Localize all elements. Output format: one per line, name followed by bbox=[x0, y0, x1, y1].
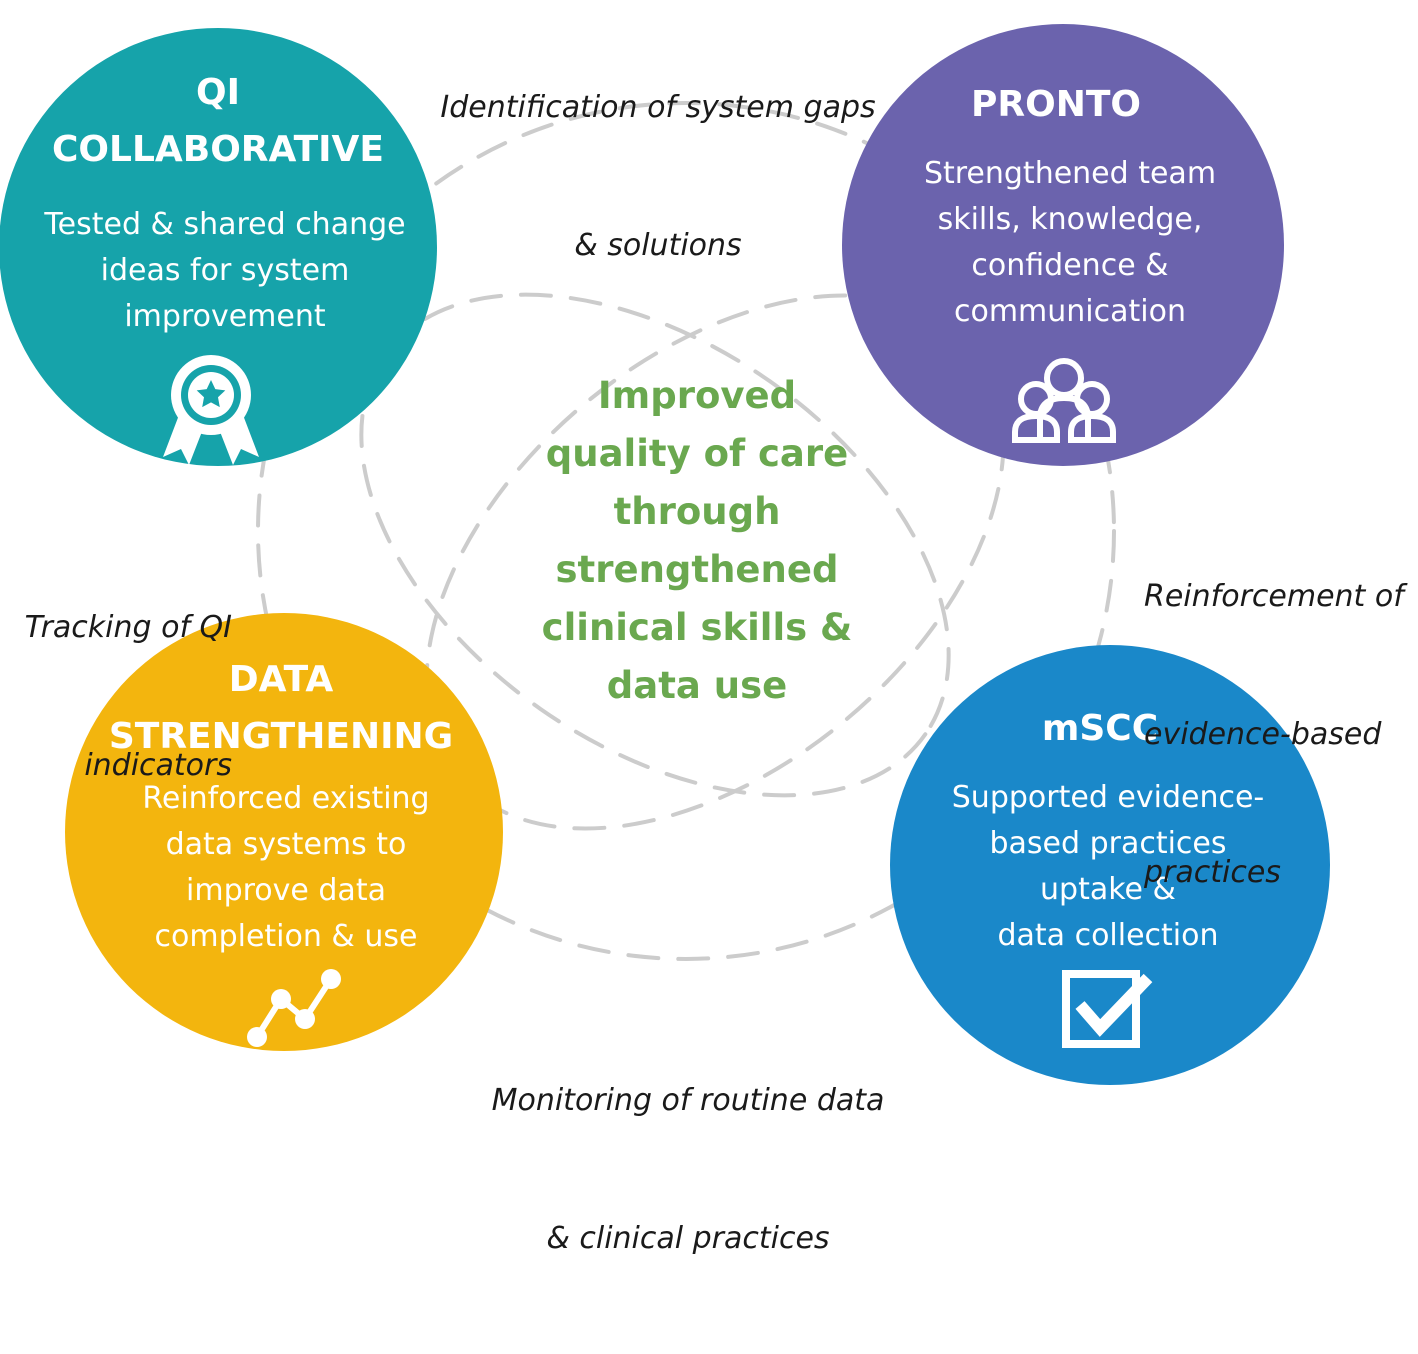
mscc-description: Supported evidence- based practices upta… bbox=[951, 780, 1265, 953]
link-label-top: Identification of system gaps & solution… bbox=[440, 90, 876, 263]
data-strengthening-circle bbox=[65, 613, 503, 1051]
pronto-circle bbox=[842, 24, 1284, 466]
pronto-title: PRONTO bbox=[971, 84, 1141, 125]
diagram-graphics bbox=[0, 24, 1330, 1085]
checkbox-check-icon bbox=[1062, 970, 1153, 1048]
link-label-left: Tracking of QI indicators bbox=[24, 610, 232, 783]
line-chart-icon bbox=[247, 969, 341, 1047]
outer-dashed-ring bbox=[256, 101, 1116, 961]
inner-dashed-ellipse-descending bbox=[359, 292, 951, 798]
center-outcome-text: Improved quality of care through strengt… bbox=[541, 374, 853, 707]
data-strengthening-title: DATA STRENGTHENING bbox=[108, 659, 454, 757]
team-people-icon bbox=[1012, 358, 1116, 443]
mscc-title: mSCC bbox=[1041, 708, 1159, 749]
link-label-bottom: Monitoring of routine data & clinical pr… bbox=[491, 1083, 885, 1256]
award-ribbon-icon bbox=[163, 355, 259, 465]
qi-collaborative-description: Tested & shared change ideas for system … bbox=[44, 207, 406, 334]
qi-collaborative-title: QI COLLABORATIVE bbox=[52, 72, 384, 170]
data-strengthening-description: Reinforced existing data systems to impr… bbox=[142, 781, 430, 954]
diagram-canvas: QI COLLABORATIVE Tested & shared change … bbox=[0, 24, 1404, 1256]
qi-collaborative-circle bbox=[0, 28, 437, 466]
mscc-circle bbox=[890, 645, 1330, 1085]
link-label-right: Reinforcement of evidence-based practice… bbox=[1144, 579, 1404, 890]
pronto-description: Strengthened team skills, knowledge, con… bbox=[923, 156, 1217, 329]
